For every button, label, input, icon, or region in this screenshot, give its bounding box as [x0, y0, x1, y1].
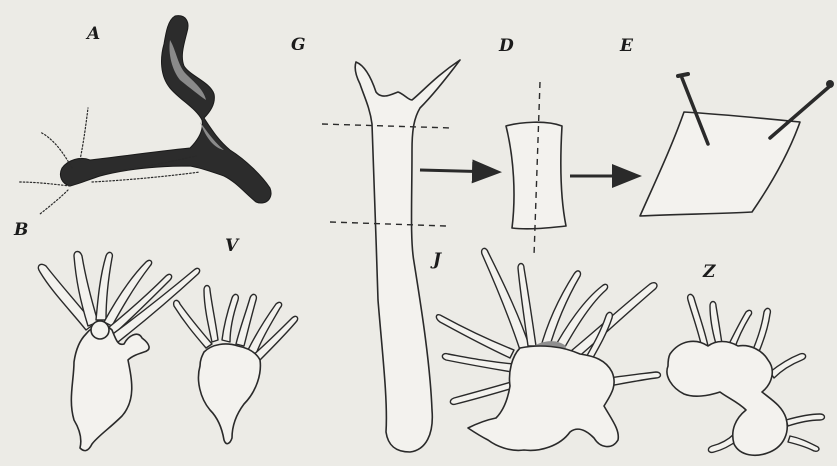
- panel-b-drawing: [38, 252, 199, 451]
- panel-label-v: V: [225, 238, 238, 255]
- arrow-g-to-d: [420, 170, 496, 172]
- panel-label-b: B: [14, 222, 28, 239]
- panel-label-a: A: [87, 26, 100, 43]
- panel-a-drawing: [18, 16, 271, 214]
- panel-label-g: G: [291, 37, 306, 54]
- panel-label-d: D: [499, 38, 514, 55]
- panel-e-drawing: [640, 74, 834, 216]
- panel-d-drawing: [506, 82, 566, 256]
- panel-label-j: J: [433, 252, 441, 269]
- panel-label-z: Z: [703, 264, 715, 281]
- panel-v-drawing: [174, 286, 298, 444]
- panel-label-e: E: [620, 38, 633, 55]
- panel-z-drawing: [667, 294, 825, 455]
- panel-j-drawing: [436, 248, 660, 450]
